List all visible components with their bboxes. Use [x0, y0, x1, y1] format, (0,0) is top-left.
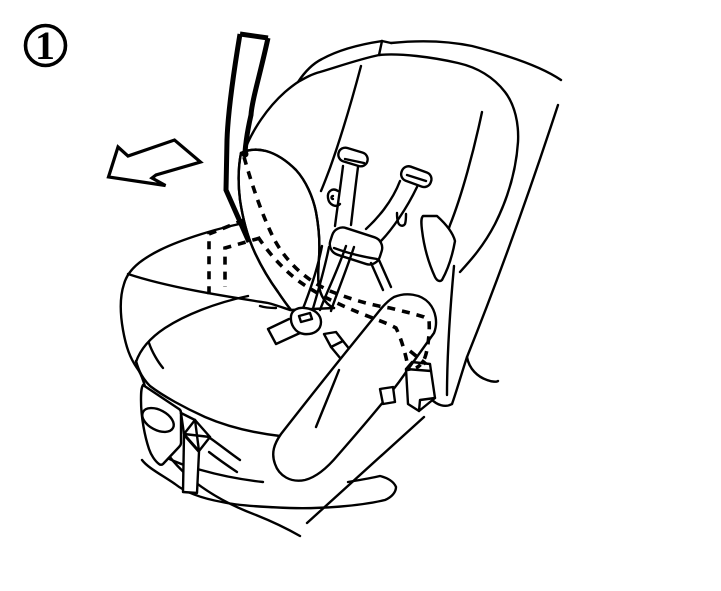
svg-text:1: 1 — [35, 23, 55, 68]
